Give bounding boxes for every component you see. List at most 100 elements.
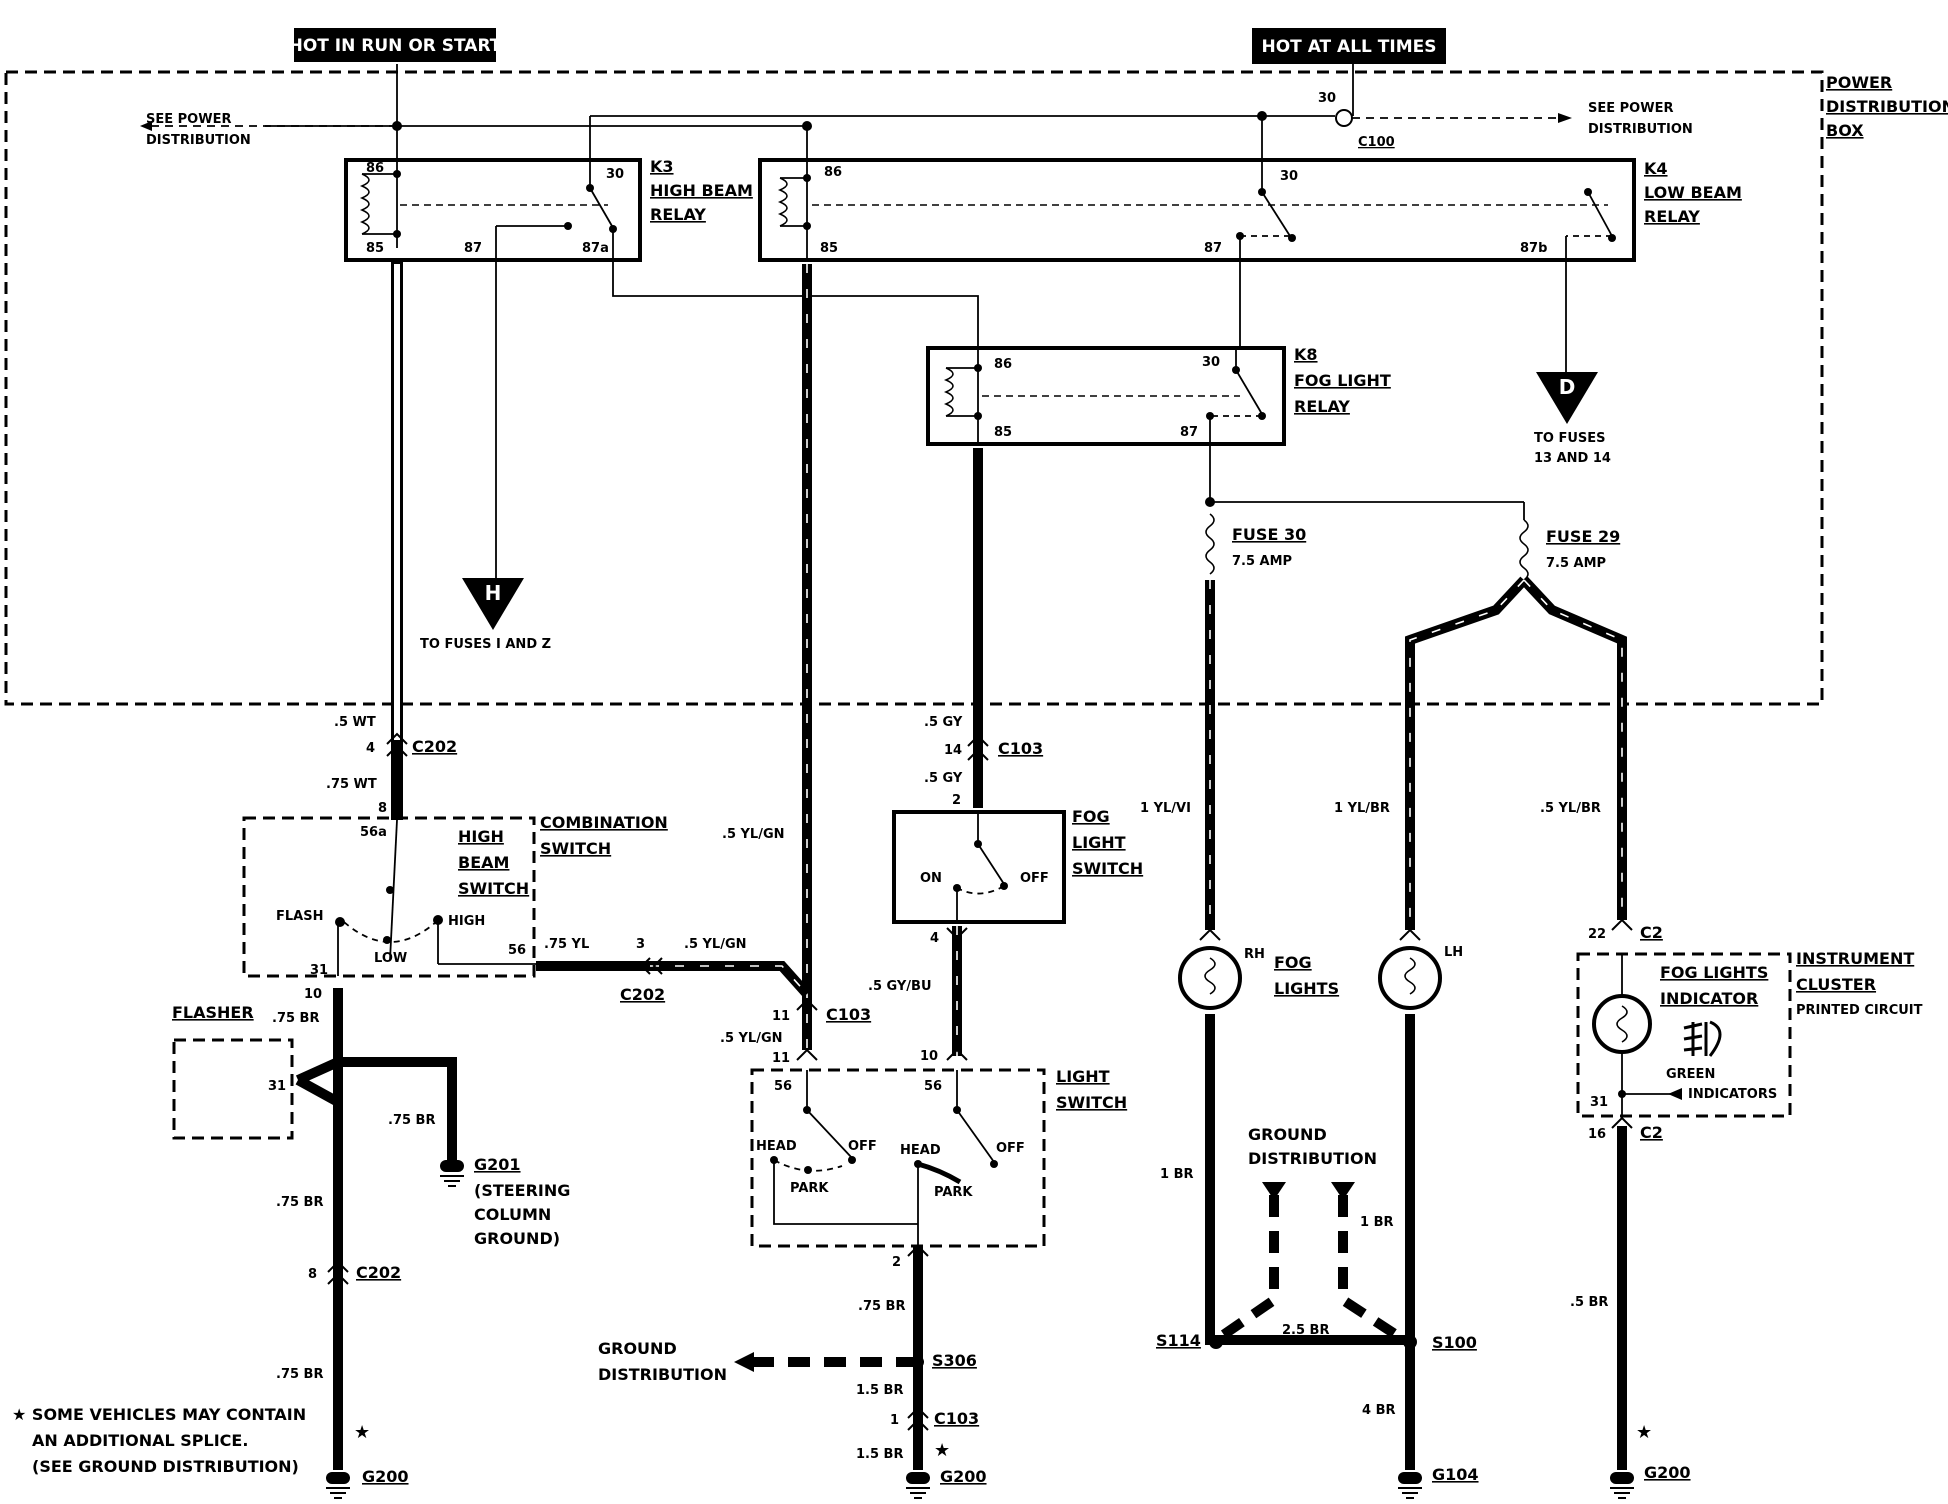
see-power-right-2: DISTRIBUTION <box>1588 122 1693 137</box>
diagram-label: 3 <box>636 937 645 952</box>
diagram-label: 11 <box>772 1009 790 1024</box>
diagram-label: BEAM <box>458 853 509 872</box>
diagram-label: 86 <box>366 161 384 176</box>
diagram-label: D <box>1559 375 1576 399</box>
diagram-label: FLASH <box>276 909 323 924</box>
diagram-label: 2 <box>892 1255 901 1270</box>
diagram-label: 10 <box>304 987 322 1002</box>
diagram-label: 22 <box>1588 927 1606 942</box>
combination-switch: 56a FLASH LOW HIGH 31 56 HIGH BEAM SWITC… <box>242 813 668 978</box>
fog-light-lh: LH <box>1378 945 1463 1010</box>
see-power-left-1: SEE POWER <box>146 112 231 127</box>
diagram-label: 7.5 AMP <box>1232 554 1292 569</box>
connector-d: D TO FUSES 13 AND 14 <box>1534 372 1611 466</box>
splice-s114: S114 <box>1156 1331 1201 1350</box>
star-center: ★ <box>934 1440 950 1461</box>
diagram-label: 7.5 AMP <box>1546 556 1606 571</box>
diagram-label: 87 <box>464 241 482 256</box>
diagram-label: C202 <box>412 737 457 756</box>
diagram-label: 10 <box>920 1049 938 1064</box>
diagram-label: 30 <box>1202 355 1220 370</box>
pdb-label-1: POWER <box>1826 73 1892 92</box>
diagram-label: 56a <box>360 825 387 840</box>
fuse-29: FUSE 29 7.5 AMP <box>1519 519 1620 581</box>
diagram-label: .75 BR <box>272 1011 319 1026</box>
instrument-cluster: 31 FOG LIGHTS INDICATOR GREEN INDICATORS… <box>1576 949 1923 1118</box>
splice-s306: S306 <box>932 1351 977 1370</box>
diagram-label: C103 <box>998 739 1043 758</box>
diagram-label: PARK <box>790 1181 829 1196</box>
diagram-label: 1.5 BR <box>856 1383 903 1398</box>
k4-low-beam-relay: 86 85 30 87 87b K4 LOW BEAM RELAY <box>758 158 1742 262</box>
c100-label: C100 <box>1358 135 1395 150</box>
diagram-label: 1.5 BR <box>856 1447 903 1462</box>
diagram-label: K4 <box>1644 159 1668 178</box>
diagram-label: K3 <box>650 157 674 176</box>
diagram-label: FLASHER <box>172 1003 254 1022</box>
diagram-label: 1 BR <box>1360 1215 1394 1230</box>
c100-pin: 30 <box>1318 91 1336 106</box>
diagram-label: 56 <box>508 943 526 958</box>
diagram-label: 2 <box>952 793 961 808</box>
diagram-label: RELAY <box>650 205 706 224</box>
diagram-label: C2 <box>1640 1123 1663 1142</box>
diagram-label: 56 <box>924 1079 942 1094</box>
ground-dist-label-3: GROUND <box>598 1339 677 1358</box>
diagram-label: LH <box>1444 945 1463 960</box>
diagram-label: .5 GY/BU <box>868 979 932 994</box>
diagram-label: H <box>485 581 502 605</box>
diagram-label: 31 <box>310 963 328 978</box>
diagram-label: LIGHT <box>1072 833 1126 852</box>
diagram-label: FOG LIGHT <box>1294 371 1391 390</box>
diagram-label: HEAD <box>900 1143 941 1158</box>
diagram-label: (STEERING <box>474 1181 570 1200</box>
diagram-label: C202 <box>356 1263 401 1282</box>
ground-dist-label-2: DISTRIBUTION <box>1248 1149 1377 1168</box>
connector-h: H TO FUSES I AND Z <box>420 578 551 652</box>
diagram-label: TO FUSES I AND Z <box>420 637 551 652</box>
fog-lights-label-2: LIGHTS <box>1274 979 1339 998</box>
diagram-label: GROUND) <box>474 1229 560 1248</box>
diagram-label: LOW BEAM <box>1644 183 1742 202</box>
diagram-label: HOT AT ALL TIMES <box>1262 37 1437 57</box>
diagram-label: HIGH <box>458 827 504 846</box>
fuse-30: FUSE 30 7.5 AMP <box>1205 513 1306 575</box>
diagram-label: GREEN <box>1666 1067 1715 1082</box>
diagram-label: INSTRUMENT <box>1796 949 1914 968</box>
diagram-label: 86 <box>824 165 842 180</box>
pdb-label-2: DISTRIBUTION <box>1826 97 1948 116</box>
diagram-label: OFF <box>996 1141 1025 1156</box>
diagram-label: .5 YL/GN <box>722 827 785 842</box>
diagram-label: 8 <box>308 1267 317 1282</box>
diagram-label: 1 YL/BR <box>1334 801 1390 816</box>
k8-fog-light-relay: 86 85 30 87 K8 FOG LIGHT RELAY <box>926 345 1391 446</box>
diagram-label: PRINTED CIRCUIT <box>1796 1003 1923 1018</box>
diagram-label: .75 BR <box>276 1367 323 1382</box>
diagram-label: HOT IN RUN OR START <box>289 36 502 56</box>
diagram-label: FOG <box>1072 807 1110 826</box>
diagram-label: G200 <box>1644 1463 1691 1482</box>
star-left: ★ <box>354 1422 370 1443</box>
ground-dist-label-1: GROUND <box>1248 1125 1327 1144</box>
diagram-label: 1 YL/VI <box>1140 801 1191 816</box>
diagram-label: (SEE GROUND DISTRIBUTION) <box>32 1457 299 1476</box>
power-distribution-box <box>4 70 1824 706</box>
star-right: ★ <box>1636 1422 1652 1443</box>
diagram-label: AN ADDITIONAL SPLICE. <box>32 1431 248 1450</box>
diagram-label: C2 <box>1640 923 1663 942</box>
diagram-label: COMBINATION <box>540 813 668 832</box>
ground-g200-center: G200 <box>906 1467 987 1499</box>
light-switch: 56 56 HEAD OFF PARK HEAD OFF PARK LIGHT … <box>750 1067 1127 1248</box>
diagram-label: HIGH <box>448 914 485 929</box>
diagram-label: OFF <box>848 1139 877 1154</box>
diagram-label: SWITCH <box>1072 859 1143 878</box>
diagram-label: .75 YL <box>544 937 589 952</box>
diagram-label: 87b <box>1520 241 1547 256</box>
diagram-label: .5 GY <box>924 715 963 730</box>
fog-light-switch: ON OFF FOG LIGHT SWITCH <box>892 807 1143 924</box>
diagram-label: .5 YL/BR <box>1540 801 1601 816</box>
diagram-label: OFF <box>1020 871 1049 886</box>
diagram-label: 85 <box>994 425 1012 440</box>
diagram-label: C202 <box>620 985 665 1004</box>
header-hot-at-all-times: HOT AT ALL TIMES <box>1252 28 1446 64</box>
